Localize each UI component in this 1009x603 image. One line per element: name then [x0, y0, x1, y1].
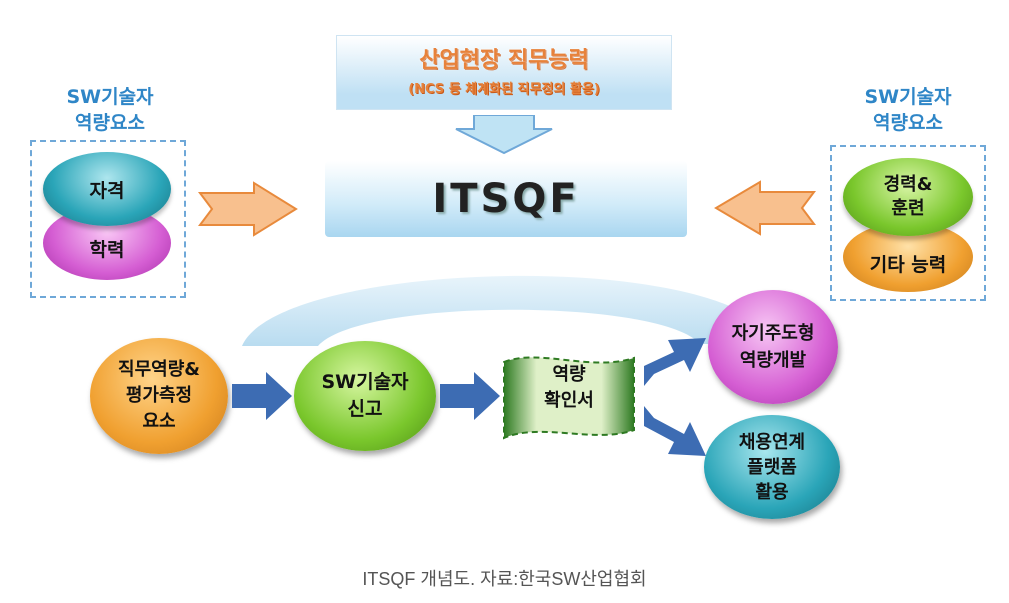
- right-group-title: SW기술자 역량요소: [864, 86, 952, 134]
- itsqf-box: ITSQF: [325, 161, 687, 237]
- step-sw-engineer-report: SW기술자 신고: [294, 341, 436, 451]
- banner-subtitle: (NCS 등 체계화된 직무정의 활용): [408, 82, 600, 97]
- item-experience-training: 경력& 훈련: [843, 158, 973, 236]
- flow-arrow-1-icon: [232, 372, 292, 420]
- flow-arrow-up-icon: [644, 338, 706, 386]
- item-qualification: 자격: [43, 152, 171, 226]
- out-recruitment-platform: 채용연계 플랫폼 활용: [704, 415, 840, 519]
- left-arrow-icon: [714, 180, 816, 236]
- right-group-box: [830, 145, 986, 301]
- down-arrow-icon: [455, 115, 553, 155]
- out-self-directed-development: 자기주도형 역량개발: [708, 290, 838, 404]
- banner-title: 산업현장 직무능력: [419, 48, 589, 73]
- feedback-arc: [242, 275, 776, 346]
- flow-arrow-2-icon: [440, 372, 500, 420]
- flow-arrow-down-icon: [644, 406, 706, 456]
- right-arrow-icon: [198, 181, 298, 237]
- top-banner: 산업현장 직무능력 (NCS 등 체계화된 직무정의 활용): [336, 35, 672, 110]
- figure-caption: ITSQF 개념도. 자료:한국SW산업협회: [362, 569, 647, 589]
- itsqf-label: ITSQF: [432, 176, 580, 222]
- left-group-title: SW기술자 역량요소: [66, 86, 154, 134]
- step-competency-certificate: 역량 확인서: [544, 364, 594, 411]
- step-competency-elements: 직무역량& 평가측정 요소: [90, 338, 228, 454]
- left-group-box: [30, 140, 186, 298]
- certificate-scroll-icon: [503, 356, 635, 440]
